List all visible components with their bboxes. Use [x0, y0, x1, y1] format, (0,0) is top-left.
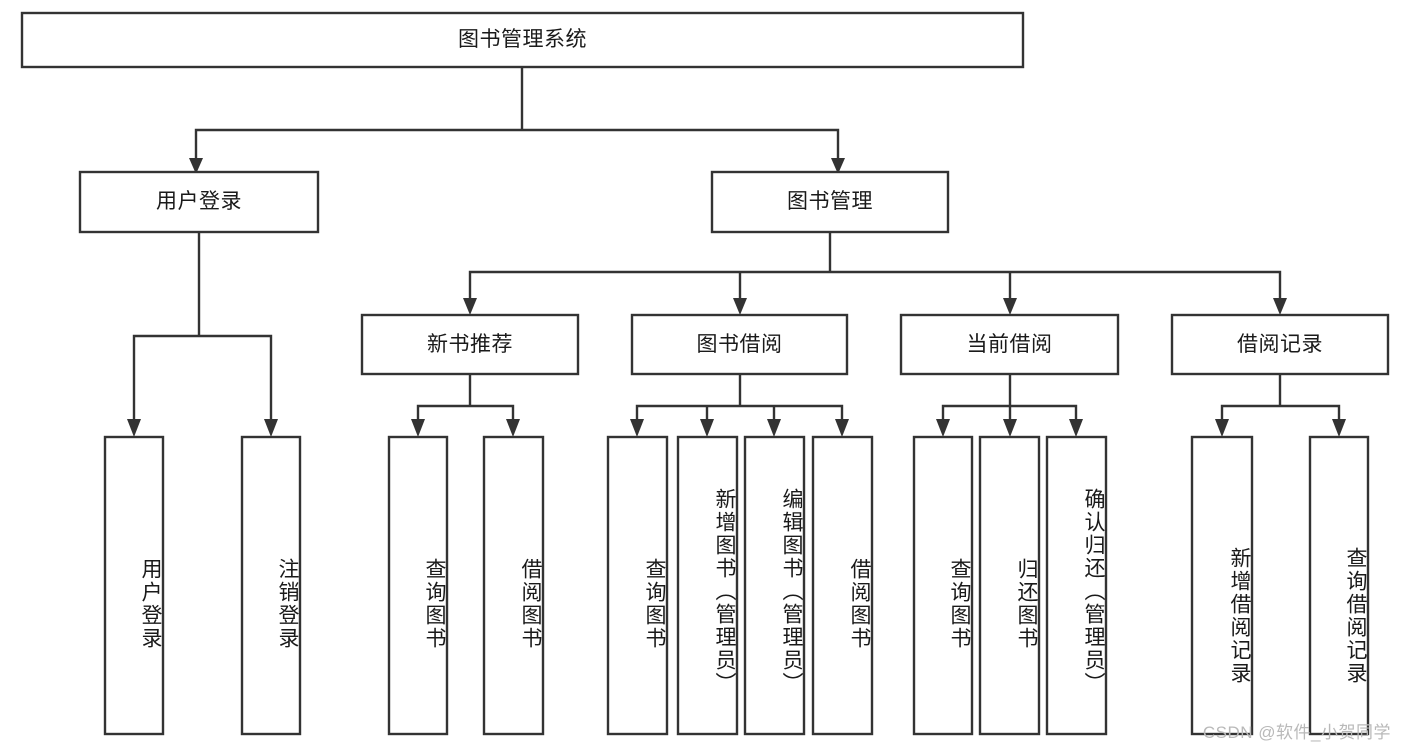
connector-new-book-recommend-to-leaves — [416, 372, 515, 421]
connector-root-to-level2 — [194, 65, 840, 160]
node-box-leaf-user-login[interactable] — [103, 435, 165, 736]
watermark-text: CSDN @软件_小贺同学 — [1202, 723, 1391, 742]
node-box-root[interactable] — [20, 11, 1025, 69]
connector-user-login-to-leaves — [132, 230, 273, 421]
node-box-book-borrow[interactable] — [630, 313, 849, 376]
connector-layer — [127, 65, 1346, 437]
node-box-leaf-query-borrow-record[interactable] — [1308, 435, 1370, 736]
node-box-leaf-query-book-2[interactable] — [606, 435, 669, 736]
arrow-to-leaf-confirm-return-admin — [1069, 419, 1083, 437]
arrow-to-leaf-return-book — [1003, 419, 1017, 437]
node-box-leaf-borrow-book-2[interactable] — [811, 435, 874, 736]
arrow-to-leaf-add-borrow-record — [1215, 419, 1229, 437]
arrow-to-user-login — [189, 158, 203, 174]
connector-book-manage-to-level3 — [468, 230, 1282, 300]
arrow-to-leaf-edit-book-admin — [767, 419, 781, 437]
arrow-to-leaf-user-login — [127, 419, 141, 437]
node-box-current-borrow[interactable] — [899, 313, 1120, 376]
node-box-leaf-borrow-book-1[interactable] — [482, 435, 545, 736]
node-box-leaf-confirm-return-admin[interactable] — [1045, 435, 1108, 736]
connector-book-borrow-to-leaves — [635, 372, 844, 421]
node-box-borrow-record[interactable] — [1170, 313, 1390, 376]
arrow-to-leaf-query-book-2 — [630, 419, 644, 437]
arrow-to-leaf-borrow-book-2 — [835, 419, 849, 437]
arrow-to-current-borrow — [1003, 298, 1017, 315]
node-box-book-manage[interactable] — [710, 170, 950, 234]
arrow-to-book-manage — [831, 158, 845, 174]
node-box-leaf-edit-book-admin[interactable] — [743, 435, 806, 736]
node-box-leaf-logout-login[interactable] — [240, 435, 302, 736]
arrow-to-leaf-logout-login — [264, 419, 278, 437]
arrow-to-new-book-recommend — [463, 298, 477, 315]
node-box-layer — [20, 11, 1390, 736]
arrow-to-borrow-record — [1273, 298, 1287, 315]
arrow-to-leaf-query-book-1 — [411, 419, 425, 437]
arrow-to-leaf-query-borrow-record — [1332, 419, 1346, 437]
arrow-to-leaf-add-book-admin — [700, 419, 714, 437]
node-box-new-book-recommend[interactable] — [360, 313, 580, 376]
node-box-leaf-add-borrow-record[interactable] — [1190, 435, 1254, 736]
node-box-leaf-query-book-1[interactable] — [387, 435, 449, 736]
node-box-user-login[interactable] — [78, 170, 320, 234]
connector-current-borrow-to-leaves — [941, 372, 1078, 421]
arrow-to-book-borrow — [733, 298, 747, 315]
node-box-leaf-query-book-3[interactable] — [912, 435, 974, 736]
connector-borrow-record-to-leaves — [1220, 372, 1341, 421]
arrow-to-leaf-query-book-3 — [936, 419, 950, 437]
arrow-to-leaf-borrow-book-1 — [506, 419, 520, 437]
node-box-leaf-add-book-admin[interactable] — [676, 435, 739, 736]
node-box-leaf-return-book[interactable] — [978, 435, 1041, 736]
